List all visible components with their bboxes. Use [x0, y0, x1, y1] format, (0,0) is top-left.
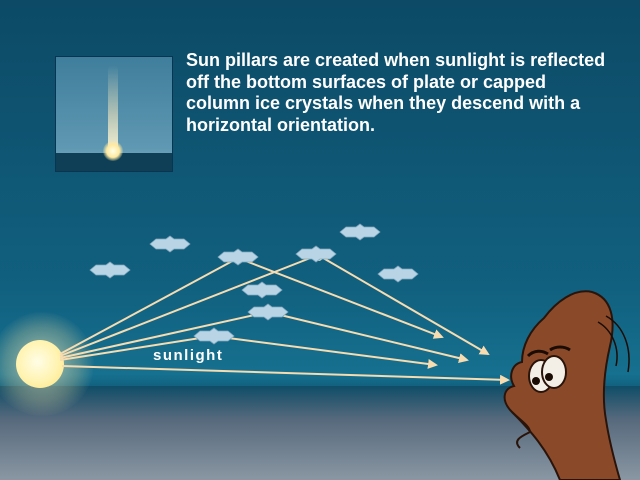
- sunlight-label: sunlight: [153, 347, 224, 364]
- observer-face-icon: [503, 290, 630, 480]
- photo-horizon: [56, 153, 172, 171]
- incoming-ray: [59, 311, 269, 359]
- ice-crystal-icon: [247, 303, 289, 321]
- ice-crystal-icon: [193, 327, 235, 345]
- sun-pillar-photo: [55, 56, 173, 172]
- ice-crystal-icon: [339, 223, 381, 241]
- reflected-ray: [212, 335, 438, 369]
- ice-crystal-icon: [377, 265, 419, 283]
- incoming-ray: [59, 335, 214, 361]
- ice-crystal-icon: [241, 281, 283, 299]
- explanation-text: Sun pillars are created when sunlight is…: [186, 50, 606, 135]
- sun-icon: [16, 340, 64, 388]
- incoming-ray: [59, 257, 239, 355]
- ice-crystal-icon: [295, 245, 337, 263]
- reflected-ray: [317, 254, 490, 356]
- reflected-ray: [267, 311, 469, 363]
- photo-sun: [103, 141, 123, 161]
- ice-crystal-icon: [149, 235, 191, 253]
- reflected-ray: [237, 257, 444, 339]
- sun-pillar: [108, 65, 118, 153]
- ice-crystal-icon: [89, 261, 131, 279]
- direct-ray: [61, 365, 510, 385]
- ice-crystal-icon: [217, 248, 259, 266]
